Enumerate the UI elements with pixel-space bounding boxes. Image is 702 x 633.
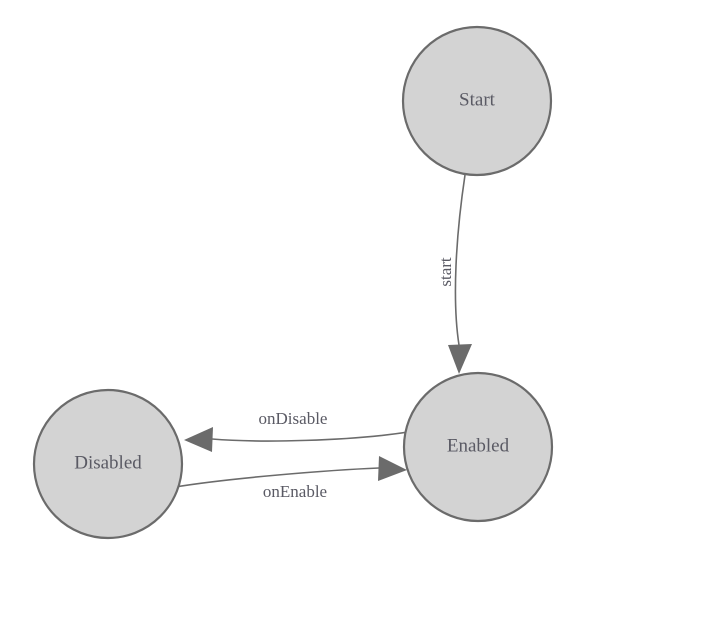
state-node-start-circle	[401, 25, 553, 177]
state-node-disabled-circle	[32, 388, 184, 540]
state-node-disabled[interactable]: Disabled	[32, 388, 184, 540]
state-node-disabled-label: Disabled	[74, 452, 142, 473]
edge-label-ondisable: onDisable	[259, 409, 328, 428]
state-node-start[interactable]: Start	[401, 25, 553, 177]
edge-disabled-to-enabled-arrowhead	[378, 456, 407, 481]
edge-disabled-to-enabled[interactable]: onEnable	[174, 456, 407, 501]
state-node-enabled[interactable]: Enabled	[402, 371, 554, 523]
edge-label-onenable: onEnable	[263, 482, 327, 501]
edge-enabled-to-disabled-line	[211, 431, 409, 442]
edge-start-to-enabled-line	[454, 174, 466, 346]
edge-enabled-to-disabled-arrowhead	[184, 427, 213, 452]
edge-start-to-enabled-arrowhead	[448, 344, 472, 374]
edge-disabled-to-enabled-line	[174, 467, 380, 488]
state-node-start-label: Start	[459, 89, 496, 110]
edge-start-to-enabled[interactable]: start	[436, 174, 472, 374]
edge-label-start: start	[436, 257, 455, 287]
edge-enabled-to-disabled[interactable]: onDisable	[184, 409, 409, 452]
state-node-enabled-circle	[402, 371, 554, 523]
state-node-enabled-label: Enabled	[447, 435, 510, 456]
